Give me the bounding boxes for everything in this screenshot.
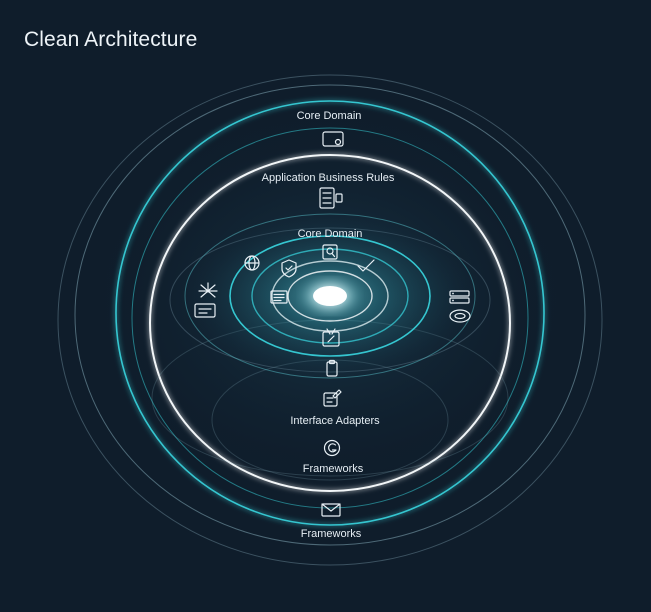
dashboard-icon (319, 187, 343, 209)
mail-icon (321, 503, 341, 517)
core-ring-white-1 (271, 260, 389, 332)
gear-g-icon (323, 439, 341, 457)
label-frameworks-outer: Frameworks (301, 528, 362, 540)
tools-icon (322, 328, 340, 347)
teal-ring-interface (115, 100, 545, 526)
label-core-domain-inner: Core Domain (298, 228, 363, 240)
outer-ring-frameworks (74, 84, 586, 546)
label-core-domain-top: Core Domain (297, 110, 362, 122)
label-frameworks-inner: Frameworks (303, 463, 364, 475)
server-icon (449, 290, 470, 304)
teal-ring-inner (131, 127, 529, 509)
core-disk-edge (184, 213, 476, 379)
core-ring-white-2 (287, 270, 373, 322)
disk-icon (449, 309, 471, 323)
core-ring-teal-2 (251, 248, 409, 344)
magnifier-icon (322, 244, 338, 260)
checkmark-icon (357, 259, 375, 272)
outer-ring-faint (57, 74, 603, 566)
clipboard-icon (326, 359, 338, 377)
core-ring-teal-1 (229, 235, 431, 357)
white-ring-application (149, 154, 511, 492)
monitor-icon (194, 303, 216, 318)
label-interface-adapters: Interface Adapters (290, 415, 380, 427)
label-application-business-rules: Application Business Rules (262, 172, 395, 184)
shield-icon (281, 259, 297, 278)
wallet-icon (322, 131, 344, 147)
page-title: Clean Architecture (24, 28, 198, 51)
edit-icon (323, 389, 342, 407)
document-icon (270, 290, 288, 304)
core-center (313, 286, 347, 306)
globe-icon (244, 255, 260, 271)
network-icon (198, 282, 218, 298)
